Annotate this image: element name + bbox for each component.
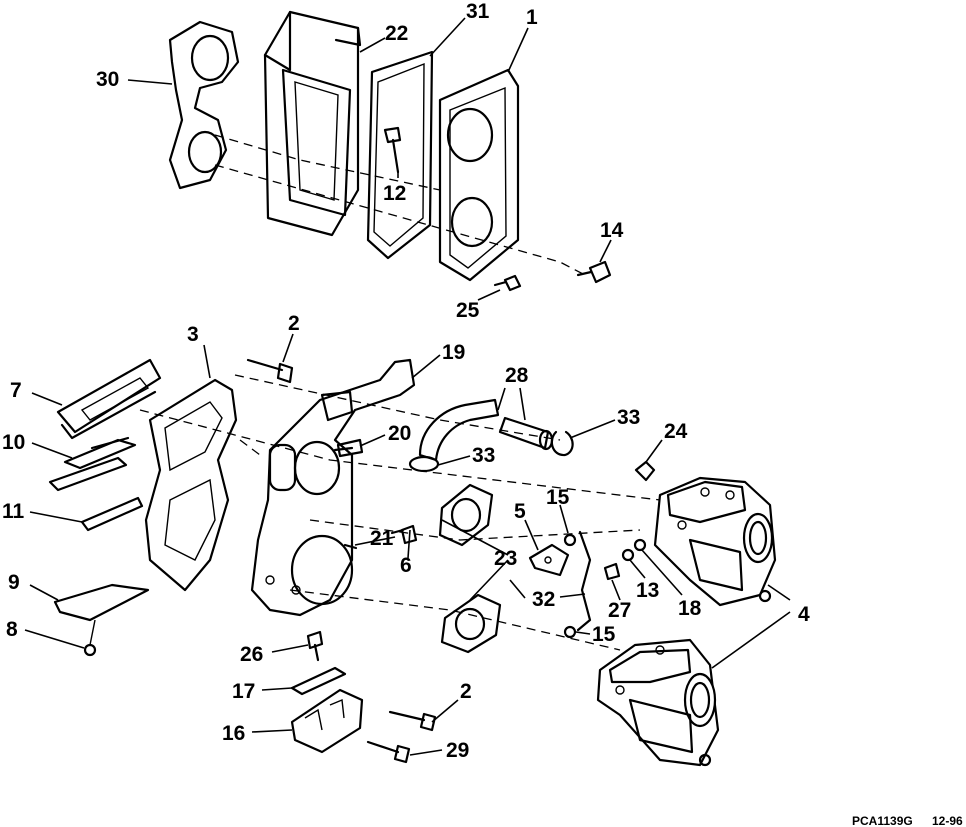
callout-6: 6 bbox=[400, 554, 412, 577]
part-30-gasket bbox=[168, 20, 240, 190]
part-17-plate bbox=[290, 666, 347, 696]
callout-15-top: 15 bbox=[546, 486, 570, 509]
callout-3: 3 bbox=[187, 323, 199, 346]
part-2-bolt-lower bbox=[388, 710, 437, 732]
part-24-nut bbox=[634, 460, 656, 482]
part-13-washer bbox=[621, 548, 635, 562]
callout-30: 30 bbox=[96, 68, 119, 91]
callout-11: 11 bbox=[2, 500, 25, 523]
callout-8: 8 bbox=[6, 618, 18, 641]
callout-32: 32 bbox=[532, 588, 555, 611]
callout-13: 13 bbox=[636, 579, 659, 602]
callout-2-upper: 2 bbox=[288, 312, 300, 335]
part-7-reed-plate bbox=[56, 358, 162, 440]
part-6-screw bbox=[390, 524, 418, 545]
drawing-code: PCA1139G bbox=[852, 814, 913, 827]
callout-21: 21 bbox=[370, 527, 394, 550]
part-26-screw bbox=[306, 630, 324, 662]
part-33-clamps bbox=[408, 430, 574, 473]
part-5-lever bbox=[528, 543, 570, 577]
part-20-stud bbox=[336, 438, 364, 458]
callout-33-top: 33 bbox=[617, 406, 640, 429]
callout-14: 14 bbox=[600, 219, 624, 242]
callout-9: 9 bbox=[8, 571, 20, 594]
part-23-gaskets bbox=[438, 483, 502, 654]
callout-10: 10 bbox=[2, 431, 25, 454]
part-4-carburetor-lower bbox=[596, 638, 720, 767]
callout-33-mid: 33 bbox=[472, 444, 495, 467]
part-1-plate bbox=[438, 68, 520, 282]
callout-31: 31 bbox=[466, 0, 490, 23]
part-8-screw bbox=[83, 619, 97, 657]
part-14-fitting bbox=[576, 260, 612, 284]
callout-2-lower: 2 bbox=[460, 680, 472, 703]
part-3-gasket bbox=[144, 378, 238, 592]
callout-5: 5 bbox=[514, 500, 526, 523]
callout-7: 7 bbox=[10, 379, 22, 402]
callout-numbers: 30 22 31 1 12 14 25 3 2 7 10 11 9 8 19 2… bbox=[2, 0, 810, 762]
part-12-screw bbox=[383, 126, 402, 174]
callout-15-bottom: 15 bbox=[592, 623, 616, 646]
part-18-washer bbox=[633, 538, 647, 552]
intake-manifold bbox=[250, 358, 416, 617]
callout-28: 28 bbox=[505, 364, 529, 387]
part-11-stop bbox=[80, 496, 144, 532]
leader-lines bbox=[24, 17, 791, 756]
part-29-bolt bbox=[366, 740, 411, 764]
part-22-cover bbox=[263, 10, 362, 237]
callout-18: 18 bbox=[678, 597, 702, 620]
callout-20: 20 bbox=[388, 422, 411, 445]
part-9-plate bbox=[53, 583, 150, 622]
callout-1: 1 bbox=[526, 6, 538, 29]
callout-22: 22 bbox=[385, 22, 408, 45]
part-10-reeds bbox=[48, 436, 137, 492]
part-31-gasket bbox=[366, 50, 434, 260]
callout-16: 16 bbox=[222, 722, 245, 745]
part-4-carburetor-upper bbox=[653, 476, 777, 607]
part-2-bolt-upper bbox=[246, 358, 294, 384]
part-27-screw bbox=[603, 562, 621, 581]
part-16-bracket bbox=[290, 688, 364, 754]
callout-17: 17 bbox=[232, 680, 255, 703]
part-25-screw bbox=[493, 274, 522, 292]
part-28-hose bbox=[418, 398, 554, 462]
callout-23: 23 bbox=[494, 547, 517, 570]
callout-27: 27 bbox=[608, 599, 631, 622]
callout-4: 4 bbox=[798, 603, 810, 626]
part-15-clips bbox=[563, 533, 577, 639]
callout-24: 24 bbox=[664, 420, 688, 443]
callout-25: 25 bbox=[456, 299, 480, 322]
callout-29: 29 bbox=[446, 739, 469, 762]
drawing-date: 12-96 bbox=[932, 814, 963, 827]
callout-12: 12 bbox=[383, 182, 406, 205]
part-32-link-rod bbox=[576, 530, 592, 632]
callout-19: 19 bbox=[442, 341, 465, 364]
callout-26: 26 bbox=[240, 643, 263, 666]
